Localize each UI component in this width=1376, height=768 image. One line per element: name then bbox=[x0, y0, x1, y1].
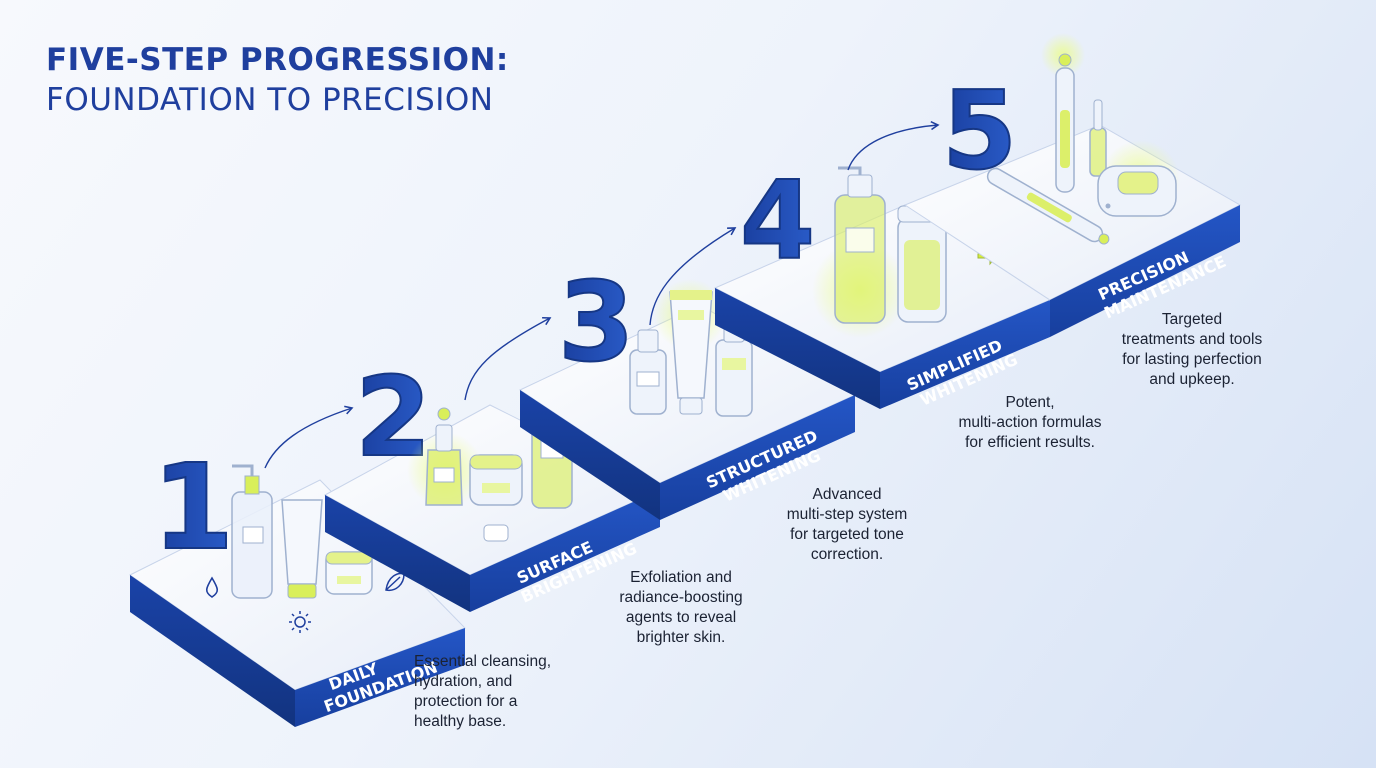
step-1-block: 1 DAILY FOUNDATION bbox=[129, 405, 466, 727]
small-cream-pot-icon bbox=[483, 524, 509, 542]
title-line-1: FIVE-STEP PROGRESSION: bbox=[46, 42, 509, 78]
jar-icon bbox=[325, 551, 373, 595]
tube-icon bbox=[281, 499, 323, 599]
block-4-left-face bbox=[715, 288, 880, 409]
step-1-description: Essential cleansing, hydration, and prot… bbox=[414, 653, 551, 730]
water-drop-icon bbox=[205, 576, 219, 598]
step-5-block: 5 PRECISION MAINTENANCE bbox=[903, 33, 1242, 337]
arrow-1-to-2 bbox=[264, 405, 354, 469]
block-1-left-face bbox=[130, 575, 295, 727]
arrow-2-to-3 bbox=[464, 316, 552, 401]
step-3-number: 3 bbox=[558, 258, 635, 386]
cream-jar-icon bbox=[469, 454, 523, 506]
step-1-number: 1 bbox=[152, 438, 234, 576]
applicator-pen-icon bbox=[986, 167, 1110, 245]
block-3-front-face bbox=[660, 395, 855, 520]
toner-bottle-icon bbox=[629, 329, 667, 415]
page-title: FIVE-STEP PROGRESSION: FOUNDATION TO PRE… bbox=[46, 40, 509, 120]
large-pump-bottle-icon bbox=[834, 166, 886, 324]
step-3-description: Advanced multi-step system for targeted … bbox=[786, 486, 908, 563]
sun-icon bbox=[289, 611, 311, 633]
treatment-tube-icon bbox=[669, 290, 713, 415]
title-line-2: FOUNDATION TO PRECISION bbox=[46, 82, 494, 118]
ampoule-icon bbox=[1089, 99, 1107, 177]
block-1-front-face bbox=[295, 628, 465, 727]
dropper-bottle-icon bbox=[425, 407, 463, 506]
arrow-4-to-5 bbox=[847, 120, 940, 171]
block-4-front-face bbox=[880, 300, 1050, 409]
block-3-left-face bbox=[520, 390, 660, 520]
block-2-front-face bbox=[470, 490, 660, 612]
step-5-description: Targeted treatments and tools for lastin… bbox=[1121, 311, 1263, 388]
block-5-left-face bbox=[1050, 205, 1240, 337]
compact-device-icon bbox=[1097, 165, 1177, 217]
arrow-3-to-4 bbox=[649, 227, 737, 326]
precision-pen-icon bbox=[1055, 53, 1075, 193]
pump-bottle-icon bbox=[231, 464, 273, 599]
step-4-number: 4 bbox=[740, 159, 815, 284]
step-4-description: Potent, multi-action formulas for effici… bbox=[958, 394, 1102, 451]
block-2-left-face bbox=[325, 495, 470, 612]
step-2-description: Exfoliation and radiance-boosting agents… bbox=[619, 569, 743, 646]
